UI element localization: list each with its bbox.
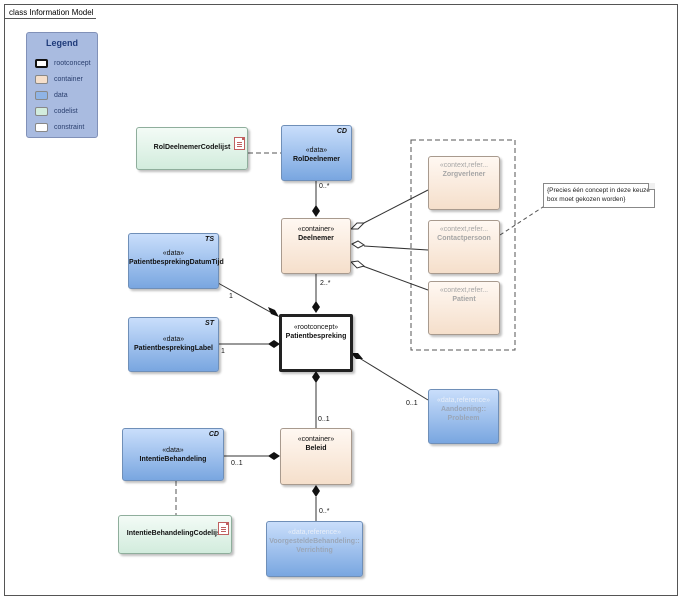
class-stereotype: «context,refer... [439,162,489,169]
class-stereotype: «data» [305,147,328,154]
multiplicity-rol: 0..* [319,183,330,190]
class-name: Patientbespreking [285,333,347,340]
legend-label: data [54,92,68,99]
type-tag: ST [205,320,214,327]
assoc-datum-root [217,282,273,314]
type-tag: CD [208,431,219,438]
diamond-deelnemer-rol [312,205,320,217]
legend-item-data: data [35,91,95,101]
multiplicity-label: 1 [221,348,225,355]
diamond-deelnemer-zorgverlener [349,222,366,230]
class-name: RolDeelnemerCodelijst [153,144,231,151]
class-intentie-behandeling[interactable]: CD «data» IntentieBehandeling [122,428,224,481]
choice-group-box [410,139,516,351]
class-name: PatientbesprekingLabel [134,345,213,352]
class-stereotype: «container» [297,436,335,443]
diamond-root-aandoening [351,353,363,359]
document-icon [218,522,229,535]
class-stereotype: «data» [162,447,184,454]
constraint-note: {Precies één concept in deze keuze box m… [543,183,655,208]
note-fold [648,183,655,190]
class-name: IntentieBehandeling [139,456,207,463]
diamond-deelnemer-contactpersoon [351,240,365,249]
class-intentie-behandeling-codelijst[interactable]: IntentieBehandelingCodelijst [118,515,232,554]
class-name: Aandoening:: [440,406,487,413]
legend-swatch-container [35,75,48,84]
diagram-border [4,4,678,596]
diamond-beleid-intentie [268,452,280,460]
legend-title: Legend [45,38,78,48]
diamond-root-datum [268,307,279,317]
class-rol-deelnemer-codelijst[interactable]: RolDeelnemerCodelijst [136,127,248,170]
class-deelnemer[interactable]: «container» Deelnemer [281,218,351,274]
class-name: Patient [452,296,476,303]
class-patientbespreking[interactable]: «rootconcept» Patientbespreking [279,314,353,372]
class-zorgverlener[interactable]: «context,refer... Zorgverlener [428,156,500,210]
class-stereotype: «data,reference» [288,529,341,536]
legend-swatch-constraint [35,123,48,132]
class-name: VoorgesteldeBehandeling:: [269,538,360,545]
legend: Legend rootconcept container data codeli… [26,32,98,138]
class-name: IntentieBehandelingCodelijst [126,530,224,537]
legend-item-rootconcept: rootconcept [35,59,95,69]
diamond-beleid-voorgestelde [312,485,320,497]
legend-item-constraint: constraint [35,123,95,133]
class-stereotype: «container» [297,226,335,233]
class-name: Beleid [305,445,327,452]
legend-item-codelist: codelist [35,107,95,117]
class-name: RolDeelnemer [292,156,341,163]
type-tag: CD [336,128,347,135]
class-name-2: Probleem [447,415,480,422]
multiplicity-datum: 1 [229,293,233,300]
legend-swatch-rootconcept [35,59,48,68]
multiplicity-voorgestelde: 0..* [319,508,330,515]
multiplicity-deelnemer: 2..* [320,280,331,287]
multiplicity-aandoening: 0..1 [406,400,418,407]
diamond-root-deelnemer [312,301,320,313]
type-tag: TS [205,236,214,243]
class-beleid[interactable]: «container» Beleid [280,428,352,485]
class-stereotype: «data,reference» [437,397,490,404]
class-patientbespreking-datumtijd[interactable]: TS «data» PatientbesprekingDatumTijd [128,233,224,289]
diamond-root-label [268,340,280,348]
document-icon [234,137,245,150]
legend-label: rootconcept [54,60,91,67]
legend-label: codelist [54,108,78,115]
legend-label: constraint [54,124,85,131]
class-stereotype: «data» [162,336,185,343]
assoc-deelnemer-patient [359,264,429,291]
assoc-root-aandoening [355,355,429,401]
class-voorgestelde-behandeling[interactable]: «data,reference» VoorgesteldeBehandeling… [266,521,363,577]
class-name: PatientbesprekingDatumTijd [129,259,224,266]
class-stereotype: «context,refer... [439,287,489,294]
assoc-deelnemer-zorgverlener [359,189,429,226]
diagram-title: class Information Model [4,4,96,19]
class-name-2: Verrichting [296,547,333,554]
legend-swatch-codelist [35,107,48,116]
legend-swatch-data [35,91,48,100]
class-stereotype: «rootconcept» [293,324,339,331]
assoc-deelnemer-contactpersoon [363,245,429,251]
diamond-root-beleid [312,371,320,383]
class-patientbespreking-label[interactable]: ST «data» PatientbesprekingLabel [128,317,219,372]
multiplicity-intentie: 0..1 [231,460,243,467]
diamond-deelnemer-patient [349,260,366,269]
class-contactpersoon[interactable]: «context,refer... Contactpersoon [428,220,500,274]
class-name: Deelnemer [298,235,334,242]
class-name: Zorgverlener [442,171,486,178]
link-note [499,204,547,236]
class-aandoening-probleem[interactable]: «data,reference» Aandoening:: Probleem [428,389,499,444]
legend-label: container [54,76,83,83]
class-name: Contactpersoon [437,235,491,242]
multiplicity-beleid: 0..1 [318,416,330,423]
class-stereotype: «data» [162,250,185,257]
legend-item-container: container [35,75,95,85]
class-stereotype: «context,refer... [439,226,489,233]
class-rol-deelnemer[interactable]: CD «data» RolDeelnemer [281,125,352,181]
class-patient[interactable]: «context,refer... Patient [428,281,500,335]
